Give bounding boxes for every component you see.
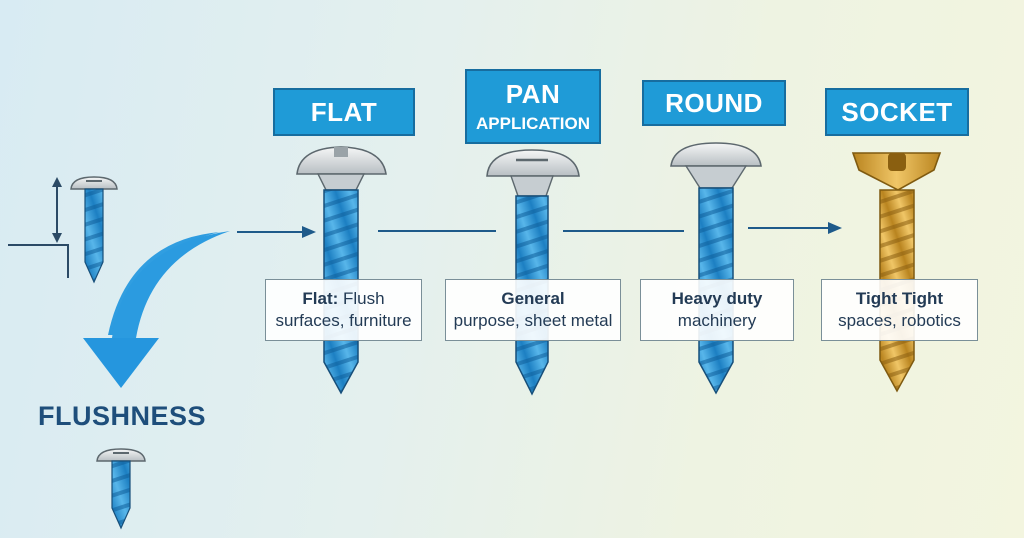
desc-flat-bold: Flat: [302,289,339,308]
desc-socket-line2: spaces, robotics [838,311,961,330]
arrowhead-icon [302,226,316,238]
curved-arrow-icon [83,231,230,388]
label-flat: FLAT [273,88,415,136]
desc-pan-line2: purpose, sheet metal [453,311,613,330]
desc-socket: Tight Tight spaces, robotics [821,279,978,341]
desc-pan-bold: General [501,289,565,308]
small-screw-icon [70,176,118,284]
desc-round-bold: Heavy duty [671,289,763,308]
desc-pan: General purpose, sheet metal [445,279,621,341]
label-socket-text: SOCKET [841,96,953,127]
desc-socket-bold: Tight Tight [855,289,944,308]
socket-screw-icon [851,152,942,393]
flush-mount-diagram [8,177,69,278]
desc-flat-line1: Flush [338,289,385,308]
label-flat-text: FLAT [310,96,378,127]
desc-flat: Flat: Flush surfaces, furniture [265,279,422,341]
label-pan-text: PAN [505,79,561,109]
desc-round: Heavy duty machinery [640,279,794,341]
label-round-text: ROUND [665,87,763,118]
flat-screw-icon [296,146,387,395]
arrowhead-icon [828,222,842,234]
label-socket: SOCKET [825,88,969,136]
desc-flat-line2: surfaces, furniture [275,311,412,330]
flow-line [237,227,832,233]
small-screw-bottom-icon [96,448,146,530]
label-round: ROUND [642,80,786,126]
label-pan: PAN APPLICATION [465,69,601,144]
round-screw-icon [670,142,762,395]
pan-screw-icon [486,149,580,396]
desc-round-line2: machinery [677,311,757,330]
flushness-title: FLUSHNESS [38,401,207,431]
label-pan-subtext: APPLICATION [476,114,590,133]
